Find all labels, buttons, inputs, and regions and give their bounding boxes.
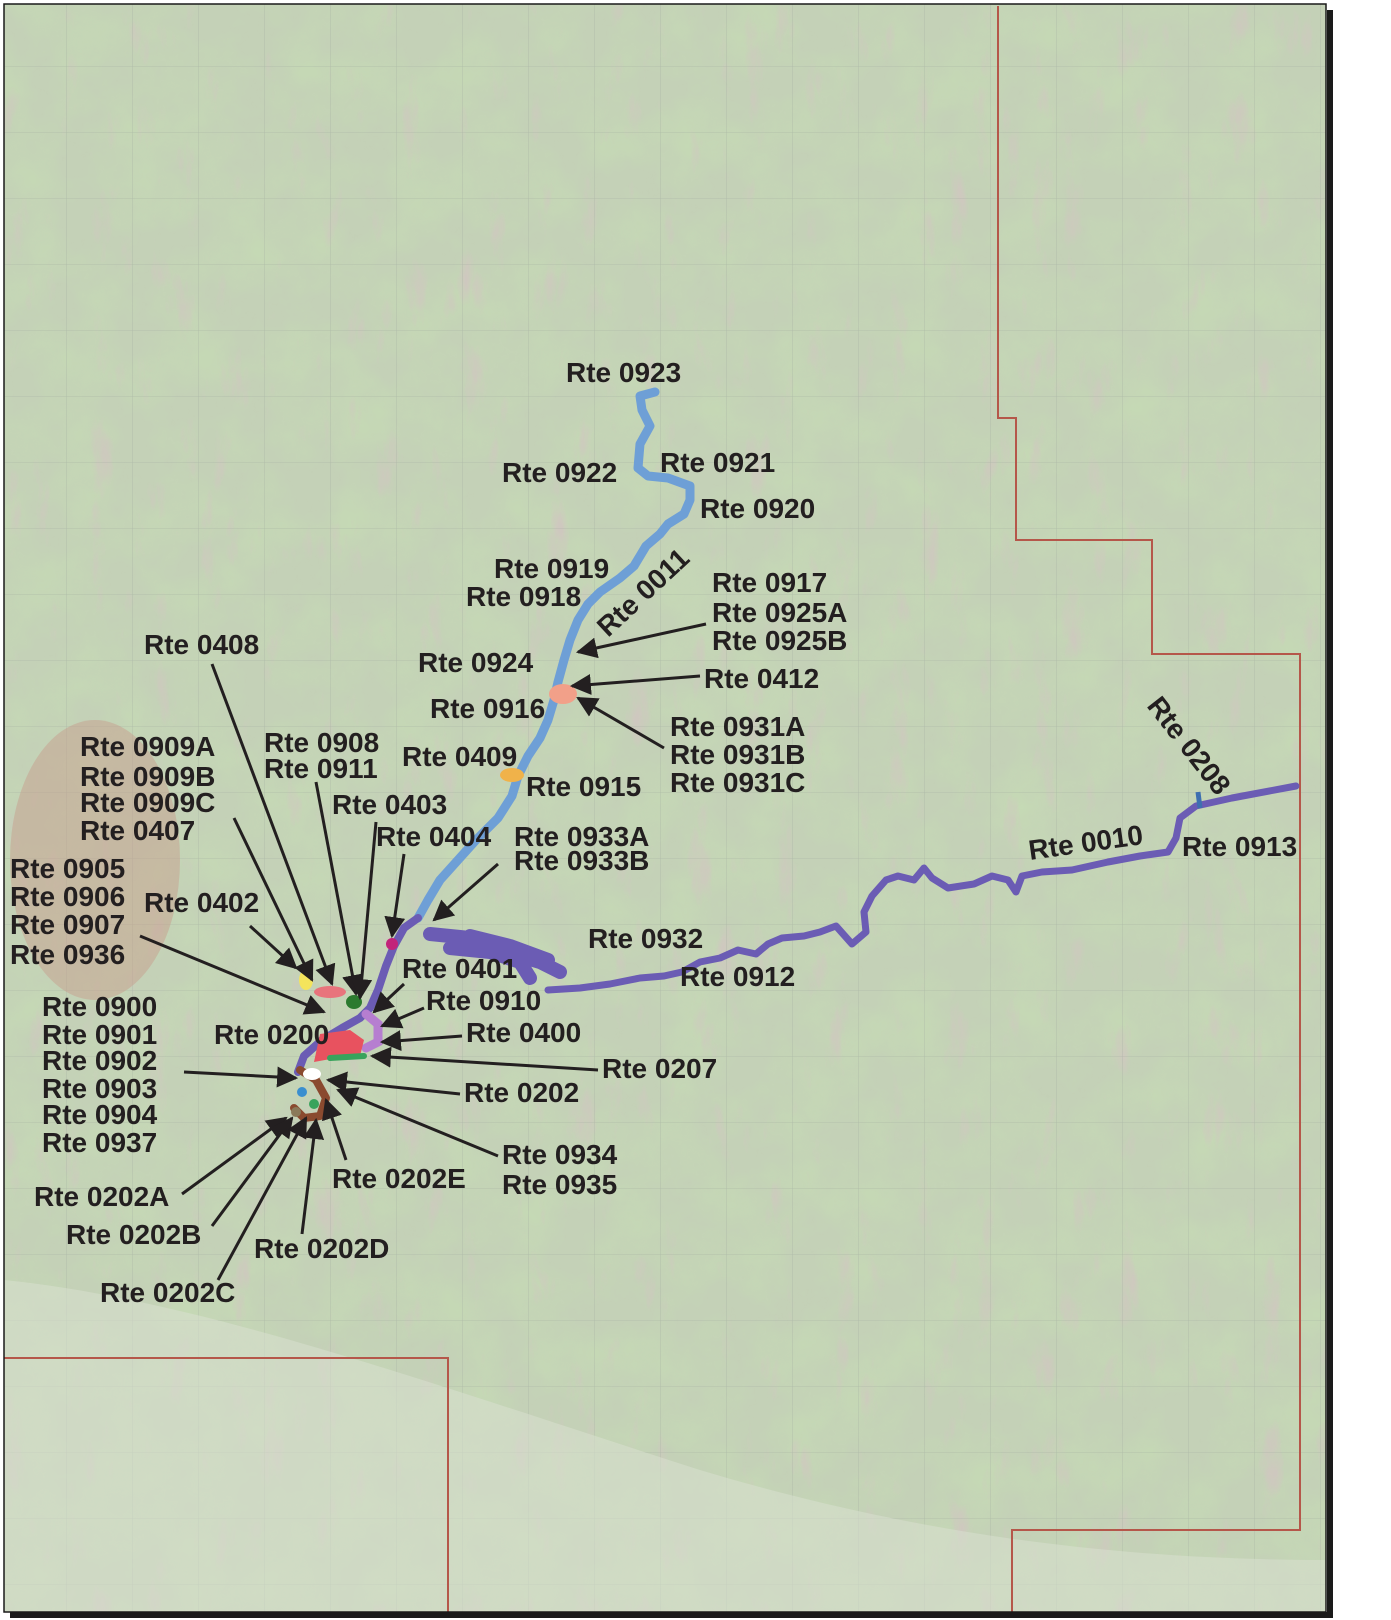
label-rte-0913: Rte 0913: [1182, 831, 1297, 862]
route-0409-segment: [500, 768, 524, 782]
label-rte-0910: Rte 0910: [426, 985, 541, 1016]
label-rte-0200: Rte 0200: [214, 1019, 329, 1050]
label-rte-0409: Rte 0409: [402, 741, 517, 772]
label-rte-0932: Rte 0932: [588, 923, 703, 954]
label-rte-0900: Rte 0900: [42, 991, 157, 1022]
label-rte-0400: Rte 0400: [466, 1017, 581, 1048]
route-0011: [413, 387, 695, 923]
label-rte-0920: Rte 0920: [700, 493, 815, 524]
label-rte-0412: Rte 0412: [704, 663, 819, 694]
label-rte-0937: Rte 0937: [42, 1127, 157, 1158]
route-0208-tick: [1195, 791, 1203, 809]
map-shadow-bottom: [10, 1612, 1333, 1618]
white-junction: [303, 1068, 321, 1080]
label-rte-0934: Rte 0934: [502, 1139, 618, 1170]
label-rte-0925A: Rte 0925A: [712, 597, 847, 628]
valley-area: [4, 1280, 1326, 1612]
label-rte-0407: Rte 0407: [80, 815, 195, 846]
route-0010: [544, 782, 1300, 994]
label-rte-0202: Rte 0202: [464, 1077, 579, 1108]
park-boundary: [4, 6, 1301, 1612]
label-rte-0202C: Rte 0202C: [100, 1277, 235, 1308]
label-rte-0401: Rte 0401: [402, 953, 517, 984]
route-0910-segment: [361, 1009, 383, 1053]
route-0408-segment: [314, 986, 346, 998]
label-rte-0921: Rte 0921: [660, 447, 775, 478]
route-0207-segment: [327, 1053, 367, 1061]
label-rte-0931B: Rte 0931B: [670, 739, 805, 770]
label-rte-0909C: Rte 0909C: [80, 787, 215, 818]
label-rte-0908: Rte 0908: [264, 727, 379, 758]
label-rte-0901: Rte 0901: [42, 1019, 157, 1050]
label-rte-0915: Rte 0915: [526, 771, 641, 802]
label-rte-0207: Rte 0207: [602, 1053, 717, 1084]
label-rte-0919: Rte 0919: [494, 553, 609, 584]
label-rte-0924: Rte 0924: [418, 647, 534, 678]
label-rte-0922: Rte 0922: [502, 457, 617, 488]
label-rte-0923: Rte 0923: [566, 357, 681, 388]
label-rte-0408: Rte 0408: [144, 629, 259, 660]
label-rte-0916: Rte 0916: [430, 693, 545, 724]
route-0202D-segment: [309, 1099, 319, 1109]
label-rte-0917: Rte 0917: [712, 567, 827, 598]
route-0401-cluster: [423, 927, 567, 985]
label-rte-0931A: Rte 0931A: [670, 711, 805, 742]
route-0403-segment: [386, 938, 398, 950]
label-rte-0911: Rte 0911: [264, 753, 378, 784]
label-rte-0912: Rte 0912: [680, 961, 795, 992]
label-rte-0905: Rte 0905: [10, 853, 125, 884]
label-rte-0202B: Rte 0202B: [66, 1219, 201, 1250]
label-rte-0909B: Rte 0909B: [80, 761, 215, 792]
route-0010-spine: [294, 914, 422, 1076]
label-rte-0404: Rte 0404: [376, 821, 492, 852]
label-rte-0202E: Rte 0202E: [332, 1163, 466, 1194]
label-rte-0402: Rte 0402: [144, 887, 259, 918]
label-rte-0403: Rte 0403: [332, 789, 447, 820]
label-rte-0906: Rte 0906: [10, 881, 125, 912]
label-rte-0918: Rte 0918: [466, 581, 581, 612]
route-0202E-segment: [297, 1087, 307, 1097]
label-rte-0933B: Rte 0933B: [514, 845, 649, 876]
label-rte-0935: Rte 0935: [502, 1169, 617, 1200]
label-rte-0933A: Rte 0933A: [514, 821, 649, 852]
label-rte-0907: Rte 0907: [10, 909, 125, 940]
label-rte-0925B: Rte 0925B: [712, 625, 847, 656]
label-rte-0903: Rte 0903: [42, 1073, 157, 1104]
label-rte-0202D: Rte 0202D: [254, 1233, 389, 1264]
label-rte-0909A: Rte 0909A: [80, 731, 215, 762]
route-0202A-segment: [291, 1107, 301, 1117]
map-shadow-right: [1327, 10, 1333, 1614]
canyon-area: [10, 720, 180, 1000]
leader-arrows: [139, 622, 707, 1281]
label-rte-0202A: Rte 0202A: [34, 1181, 169, 1212]
label-rte-0931C: Rte 0931C: [670, 767, 805, 798]
label-rte-0904: Rte 0904: [42, 1099, 158, 1130]
label-rte-0902: Rte 0902: [42, 1045, 157, 1076]
label-rte-0936: Rte 0936: [10, 939, 125, 970]
